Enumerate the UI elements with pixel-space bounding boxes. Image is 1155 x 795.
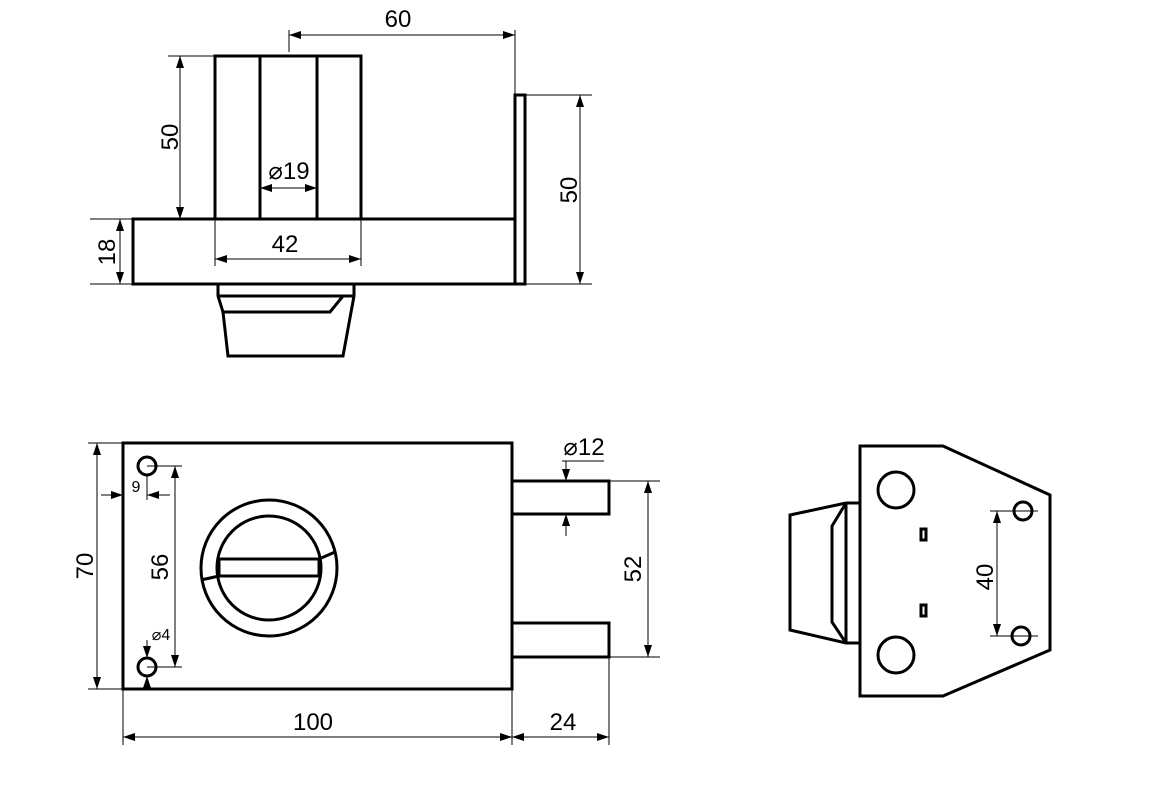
dim-70-label: 70 bbox=[72, 553, 99, 580]
side-body bbox=[858, 444, 1052, 698]
top-mounting-plate bbox=[513, 93, 527, 286]
front-knob-notch-right bbox=[318, 550, 336, 561]
dim-42-label: 42 bbox=[272, 231, 299, 258]
front-view: 70 9 56 ⌀4 ⌀12 52 100 24 bbox=[72, 434, 660, 745]
side-bolt-hole-top bbox=[876, 470, 916, 510]
dim-60-label: 60 bbox=[385, 6, 412, 33]
side-knob-outline bbox=[788, 501, 860, 645]
front-knob-inner bbox=[215, 514, 323, 622]
top-base-body bbox=[131, 217, 517, 286]
front-body bbox=[121, 441, 514, 691]
dim-18-label: 18 bbox=[94, 239, 121, 266]
front-knob-grip bbox=[217, 557, 321, 578]
side-knob-inner bbox=[830, 502, 848, 644]
dim-40-label: 40 bbox=[972, 564, 999, 591]
side-bolt-hole-bottom bbox=[876, 635, 916, 675]
top-knob-inner bbox=[223, 295, 345, 314]
dim-19-label: ⌀19 bbox=[268, 158, 309, 185]
dim-100-label: 100 bbox=[293, 709, 333, 736]
top-view: 60 50 50 ⌀19 42 18 bbox=[90, 6, 592, 358]
dim-56-label: 56 bbox=[147, 554, 174, 581]
front-knob-outer bbox=[199, 498, 339, 638]
dim-52-label: 52 bbox=[620, 556, 647, 583]
dim-50-right-label: 50 bbox=[556, 177, 583, 204]
front-bolt-top bbox=[510, 479, 611, 516]
front-knob-notch-left bbox=[200, 574, 220, 582]
dim-4-label: ⌀4 bbox=[152, 627, 171, 644]
front-bolt-bottom bbox=[510, 621, 611, 659]
side-slot-top bbox=[919, 527, 928, 542]
side-slot-bottom bbox=[919, 603, 928, 618]
dim-50-left-label: 50 bbox=[157, 124, 184, 151]
dim-24-label: 24 bbox=[550, 709, 577, 736]
side-view: 40 bbox=[788, 444, 1052, 698]
top-cylinder-block bbox=[213, 54, 363, 221]
dim-12-label: ⌀12 bbox=[563, 434, 604, 461]
dim-9-label: 9 bbox=[132, 479, 141, 496]
